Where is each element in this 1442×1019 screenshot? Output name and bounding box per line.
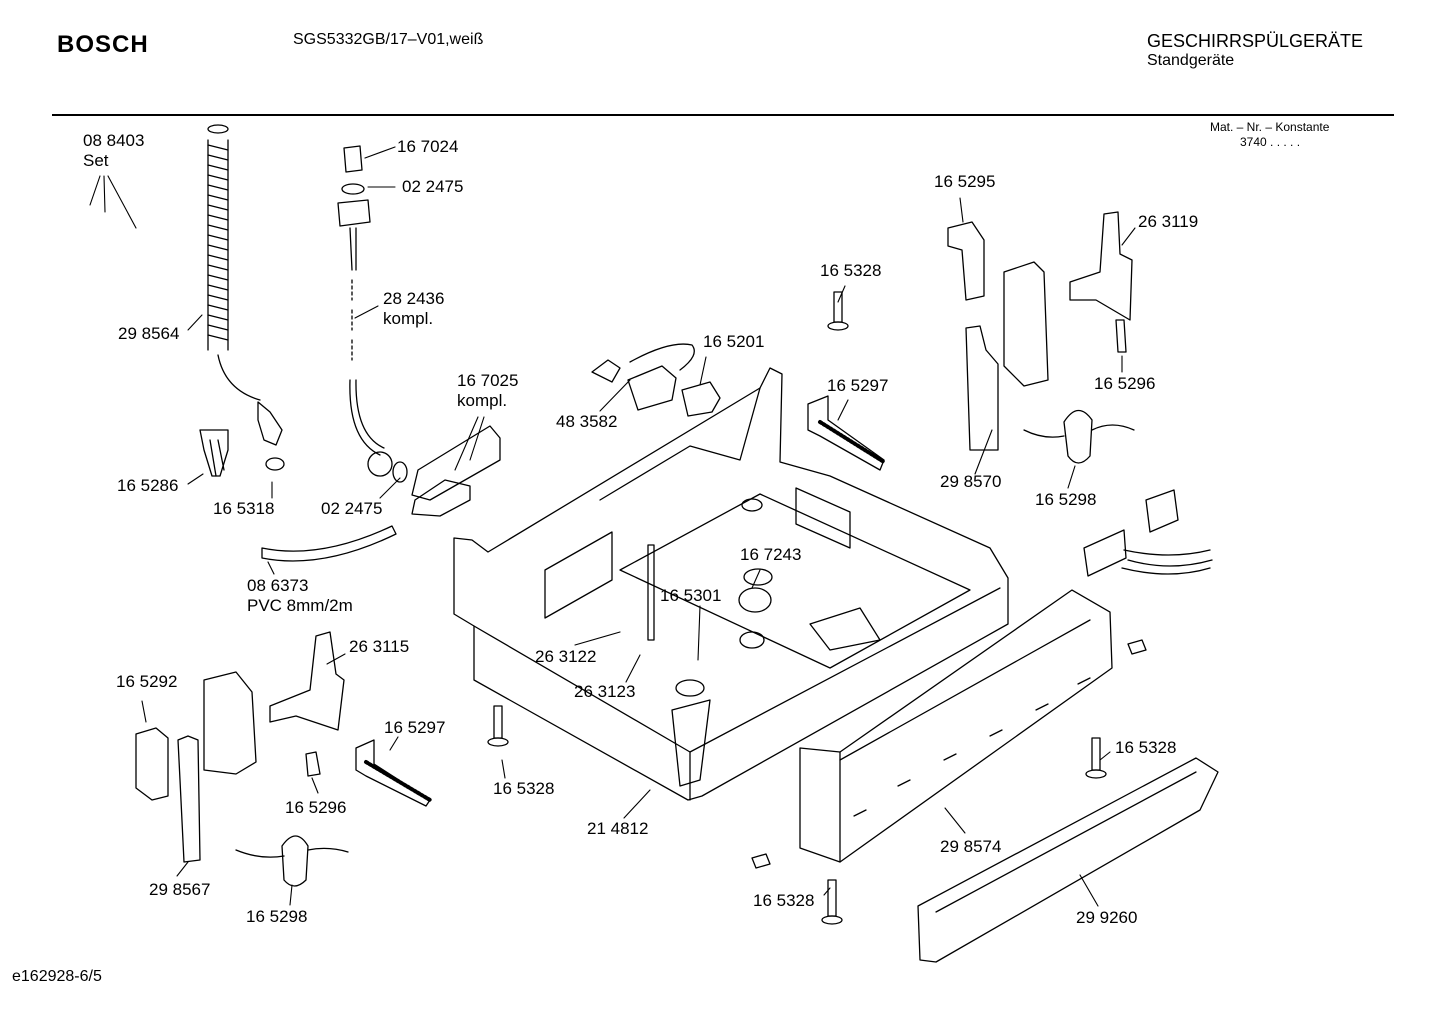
part-label-165328-top: 16 5328: [820, 261, 882, 280]
part-label-165298-right: 16 5298: [1035, 490, 1097, 509]
part-label-299260: 29 9260: [1076, 908, 1138, 927]
part-label-165328-mid: 16 5328: [493, 779, 555, 798]
material-number-value: 3740 . . . . .: [1240, 135, 1301, 149]
part-label-165296-right: 16 5296: [1094, 374, 1156, 393]
part-label-165201: 16 5201: [703, 332, 765, 351]
part-label-167243: 16 7243: [740, 545, 802, 564]
left-bracket-set: [135, 631, 349, 887]
wire-connector: [591, 343, 721, 417]
part-label-165296-left: 16 5296: [285, 798, 347, 817]
part-label-165328-right: 16 5328: [1115, 738, 1177, 757]
screws: [487, 291, 1147, 925]
inlet-valve-assembly: [337, 145, 501, 517]
part-label-263122: 26 3122: [535, 647, 597, 666]
subcategory-title: Standgeräte: [1147, 52, 1235, 69]
header-divider: [52, 114, 1394, 116]
part-label-165292: 16 5292: [116, 672, 178, 691]
part-label-483582: 48 3582: [556, 412, 618, 431]
part-label-263119: 26 3119: [1138, 212, 1199, 231]
front-panel: [799, 589, 1113, 863]
pvc-tube: [261, 525, 397, 562]
part-label-022475-bottom: 02 2475: [321, 499, 383, 518]
part-label-165297-left: 16 5297: [384, 718, 446, 737]
model-number: SGS5332GB/17–V01,weiß: [293, 31, 484, 48]
part-label-165286: 16 5286: [117, 476, 179, 495]
drain-hose: [207, 124, 285, 471]
part-label-263115: 26 3115: [349, 637, 410, 656]
base-tub: [453, 367, 1009, 801]
part-label-165301: 16 5301: [660, 586, 722, 605]
part-label-165297-right: 16 5297: [827, 376, 889, 395]
part-label-165318: 16 5318: [213, 499, 275, 518]
category-title: GESCHIRRSPÜLGERÄTE: [1147, 31, 1364, 51]
part-label-165295: 16 5295: [934, 172, 996, 191]
part-label-298564: 29 8564: [118, 324, 180, 343]
part-label-298570: 29 8570: [940, 472, 1002, 491]
heater-springs: [355, 395, 886, 807]
part-label-298574: 29 8574: [940, 837, 1002, 856]
brand-logo: BOSCH: [57, 31, 149, 58]
part-label-165328-bottom: 16 5328: [753, 891, 815, 910]
part-label-263123: 26 3123: [574, 682, 636, 701]
kick-strip: [917, 757, 1219, 963]
right-bracket-set: [947, 211, 1213, 577]
part-label-165298-left: 16 5298: [246, 907, 308, 926]
part-label-214812: 21 4812: [587, 819, 649, 838]
leader-lines: [89, 146, 1136, 907]
part-label-167024: 16 7024: [397, 137, 459, 156]
hose-clip: [199, 429, 229, 477]
material-number-label: Mat. – Nr. – Konstante: [1210, 120, 1330, 134]
part-label-298567: 29 8567: [149, 880, 211, 899]
part-label-022475-top: 02 2475: [402, 177, 464, 196]
drawing-id: e162928-6/5: [12, 968, 102, 985]
